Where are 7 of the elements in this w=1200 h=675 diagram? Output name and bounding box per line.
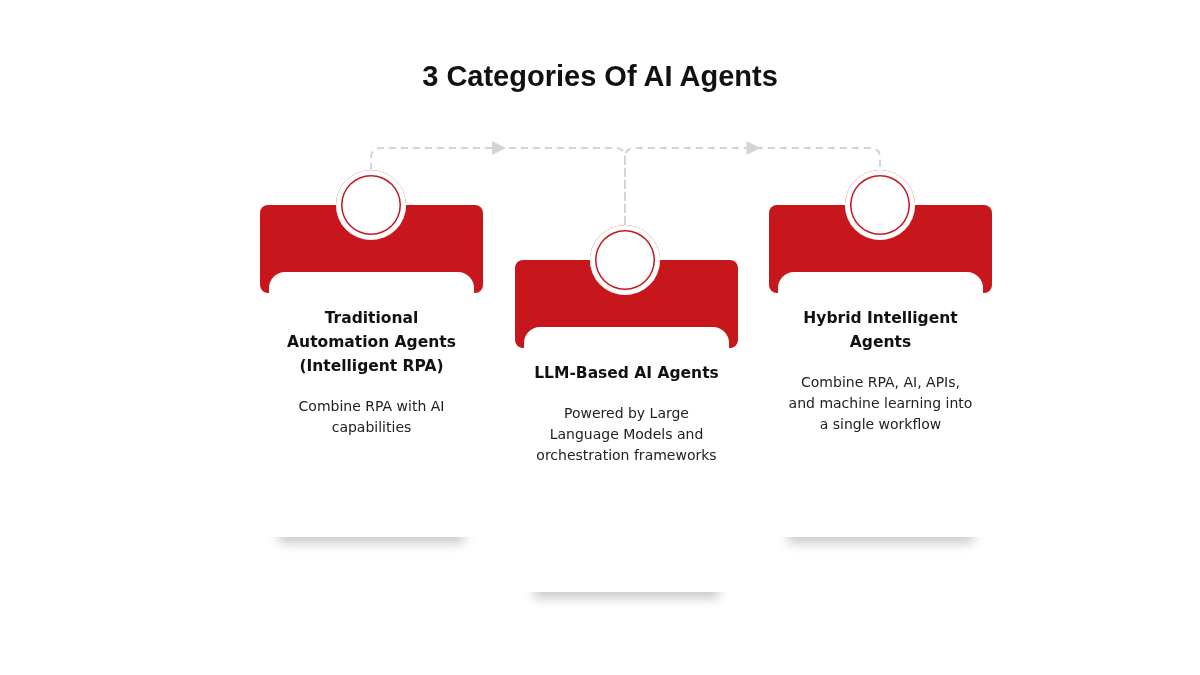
title: 3 Categories Of AI Agents xyxy=(421,60,779,93)
card-description: Combine RPA, AI, APIs, and machine learning into a single workflow xyxy=(787,373,974,434)
card-description: Combine RPA with AI capabilities xyxy=(297,397,446,437)
card-description: Powered by Large Language Models and orchestration frameworks xyxy=(535,404,718,465)
card-title: Traditional Automation Agents (Intelligent RPA) xyxy=(286,308,457,377)
card-title: LLM-Based AI Agents xyxy=(534,363,719,384)
card-title: Hybrid Intelligent Agents xyxy=(802,308,959,353)
